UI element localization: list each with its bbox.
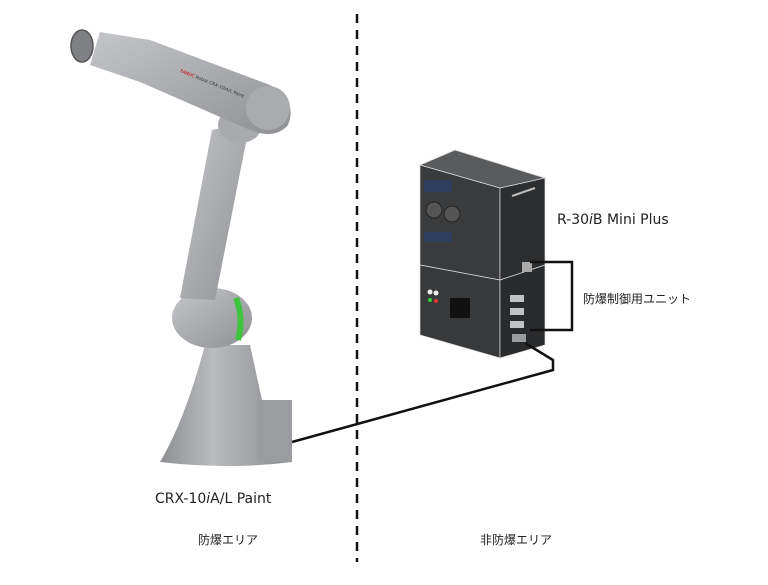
control-unit-bracket-line — [530, 260, 574, 332]
controller-label: R-30iB Mini Plus — [557, 212, 669, 228]
robot-tool-flange — [70, 29, 94, 63]
controller-label-part: R-30 — [557, 212, 590, 228]
controller-label-part: B Mini Plus — [592, 212, 669, 228]
robot-label-italic: i — [206, 491, 211, 507]
robot-label: CRX-10iA/L Paint — [155, 491, 271, 507]
controller-label-italic: i — [589, 212, 593, 228]
robot-upper-arm — [180, 122, 250, 300]
robot-to-controller-cable — [291, 341, 555, 444]
robot-label-part: A/L Paint — [210, 491, 272, 507]
robot-label-part: CRX-10 — [155, 491, 207, 507]
green-status-led — [233, 296, 244, 341]
robot-illustration: FANUC Robot CRX-10iA/L Paint — [70, 29, 292, 466]
control-unit-label: 防爆制御用ユニット — [583, 292, 692, 306]
fan-icon — [443, 205, 461, 223]
fan-icon — [425, 201, 443, 219]
robot-forearm — [90, 32, 291, 134]
robot-shoulder — [172, 288, 252, 348]
non-explosion-proof-area-label: 非防爆エリア — [480, 533, 553, 547]
controller-illustration — [418, 149, 547, 359]
explosion-proof-area-label: 防爆エリア — [198, 533, 259, 547]
